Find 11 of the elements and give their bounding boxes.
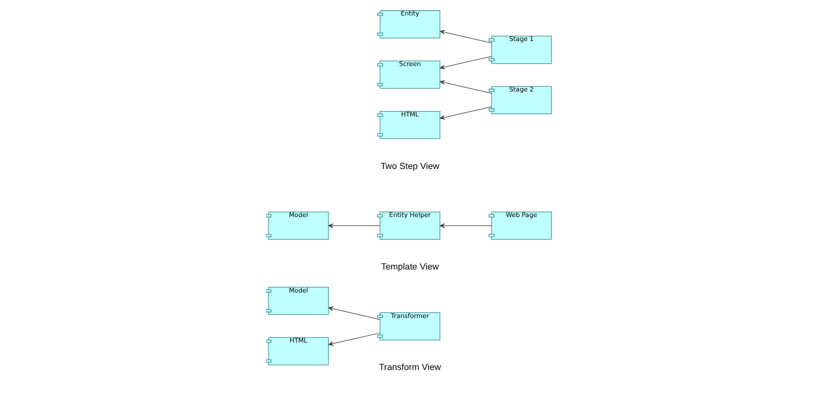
arrow [328, 223, 380, 228]
arrow [439, 56, 492, 70]
label: Template View [380, 261, 438, 272]
arrow [439, 223, 492, 228]
arrow [439, 106, 492, 120]
label: Two Step View [380, 160, 439, 171]
arrow [328, 306, 380, 320]
label: Transform View [378, 362, 440, 372]
arrow [328, 332, 380, 346]
arrow [439, 80, 492, 94]
arrow [439, 30, 492, 44]
